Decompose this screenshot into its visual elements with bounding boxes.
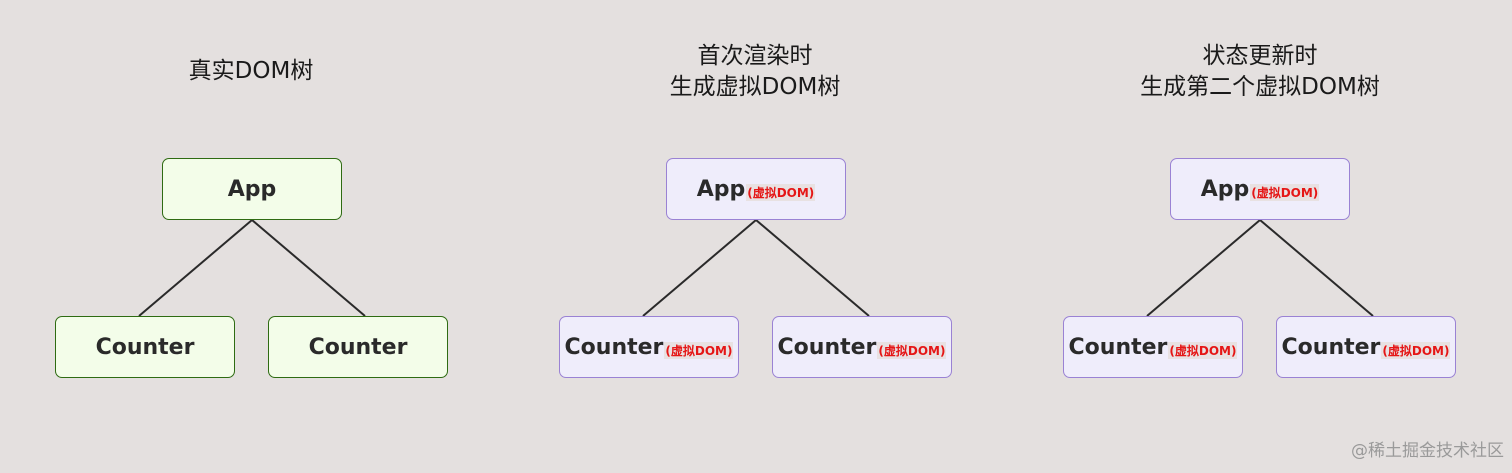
panel-1-child-node-counter-right: Counter <box>268 316 448 378</box>
panel-1-title: 真实DOM树 <box>151 56 351 87</box>
panel-2-child-node-counter-left: Counter(虚拟DOM) <box>559 316 739 378</box>
virtual-dom-tag: (虚拟DOM) <box>664 341 734 359</box>
panel-1-root-node-app: App <box>162 158 342 220</box>
panel-3-child-node-counter-left: Counter(虚拟DOM) <box>1063 316 1243 378</box>
node-label: Counter <box>1068 334 1168 360</box>
node-label: App <box>696 176 746 202</box>
watermark: @稀土掘金技术社区 <box>1351 441 1504 461</box>
virtual-dom-tag: (虚拟DOM) <box>877 341 947 359</box>
edge-panel2-right <box>755 219 870 317</box>
node-label: Counter <box>308 334 408 360</box>
virtual-dom-tag: (虚拟DOM) <box>1168 341 1238 359</box>
node-label: Counter <box>777 334 877 360</box>
panel-3-title-line-1: 状态更新时 <box>1202 43 1318 69</box>
virtual-dom-tag: (虚拟DOM) <box>1250 183 1320 201</box>
node-label: Counter <box>95 334 195 360</box>
panel-1-child-node-counter-left: Counter <box>55 316 235 378</box>
panel-3-child-node-counter-right: Counter(虚拟DOM) <box>1276 316 1456 378</box>
edge-panel2-left <box>642 219 757 317</box>
panel-2-title: 首次渲染时 生成虚拟DOM树 <box>630 41 880 103</box>
panel-2-title-line-2: 生成虚拟DOM树 <box>669 74 841 100</box>
edge-panel3-right <box>1259 219 1374 317</box>
edge-panel1-right <box>251 219 366 317</box>
virtual-dom-tag: (虚拟DOM) <box>746 183 816 201</box>
node-label: Counter <box>1281 334 1381 360</box>
panel-3-title-line-2: 生成第二个虚拟DOM树 <box>1140 74 1380 100</box>
node-label: Counter <box>564 334 664 360</box>
virtual-dom-tag: (虚拟DOM) <box>1381 341 1451 359</box>
node-label: App <box>227 176 277 202</box>
panel-3-title: 状态更新时 生成第二个虚拟DOM树 <box>1110 41 1410 103</box>
panel-2-title-line-1: 首次渲染时 <box>697 43 813 69</box>
panel-2-child-node-counter-right: Counter(虚拟DOM) <box>772 316 952 378</box>
edge-panel1-left <box>138 219 253 317</box>
panel-2-root-node-app: App(虚拟DOM) <box>666 158 846 220</box>
panel-1-title-line-1: 真实DOM树 <box>188 58 314 84</box>
edge-panel3-left <box>1146 219 1261 317</box>
node-label: App <box>1200 176 1250 202</box>
panel-3-root-node-app: App(虚拟DOM) <box>1170 158 1350 220</box>
